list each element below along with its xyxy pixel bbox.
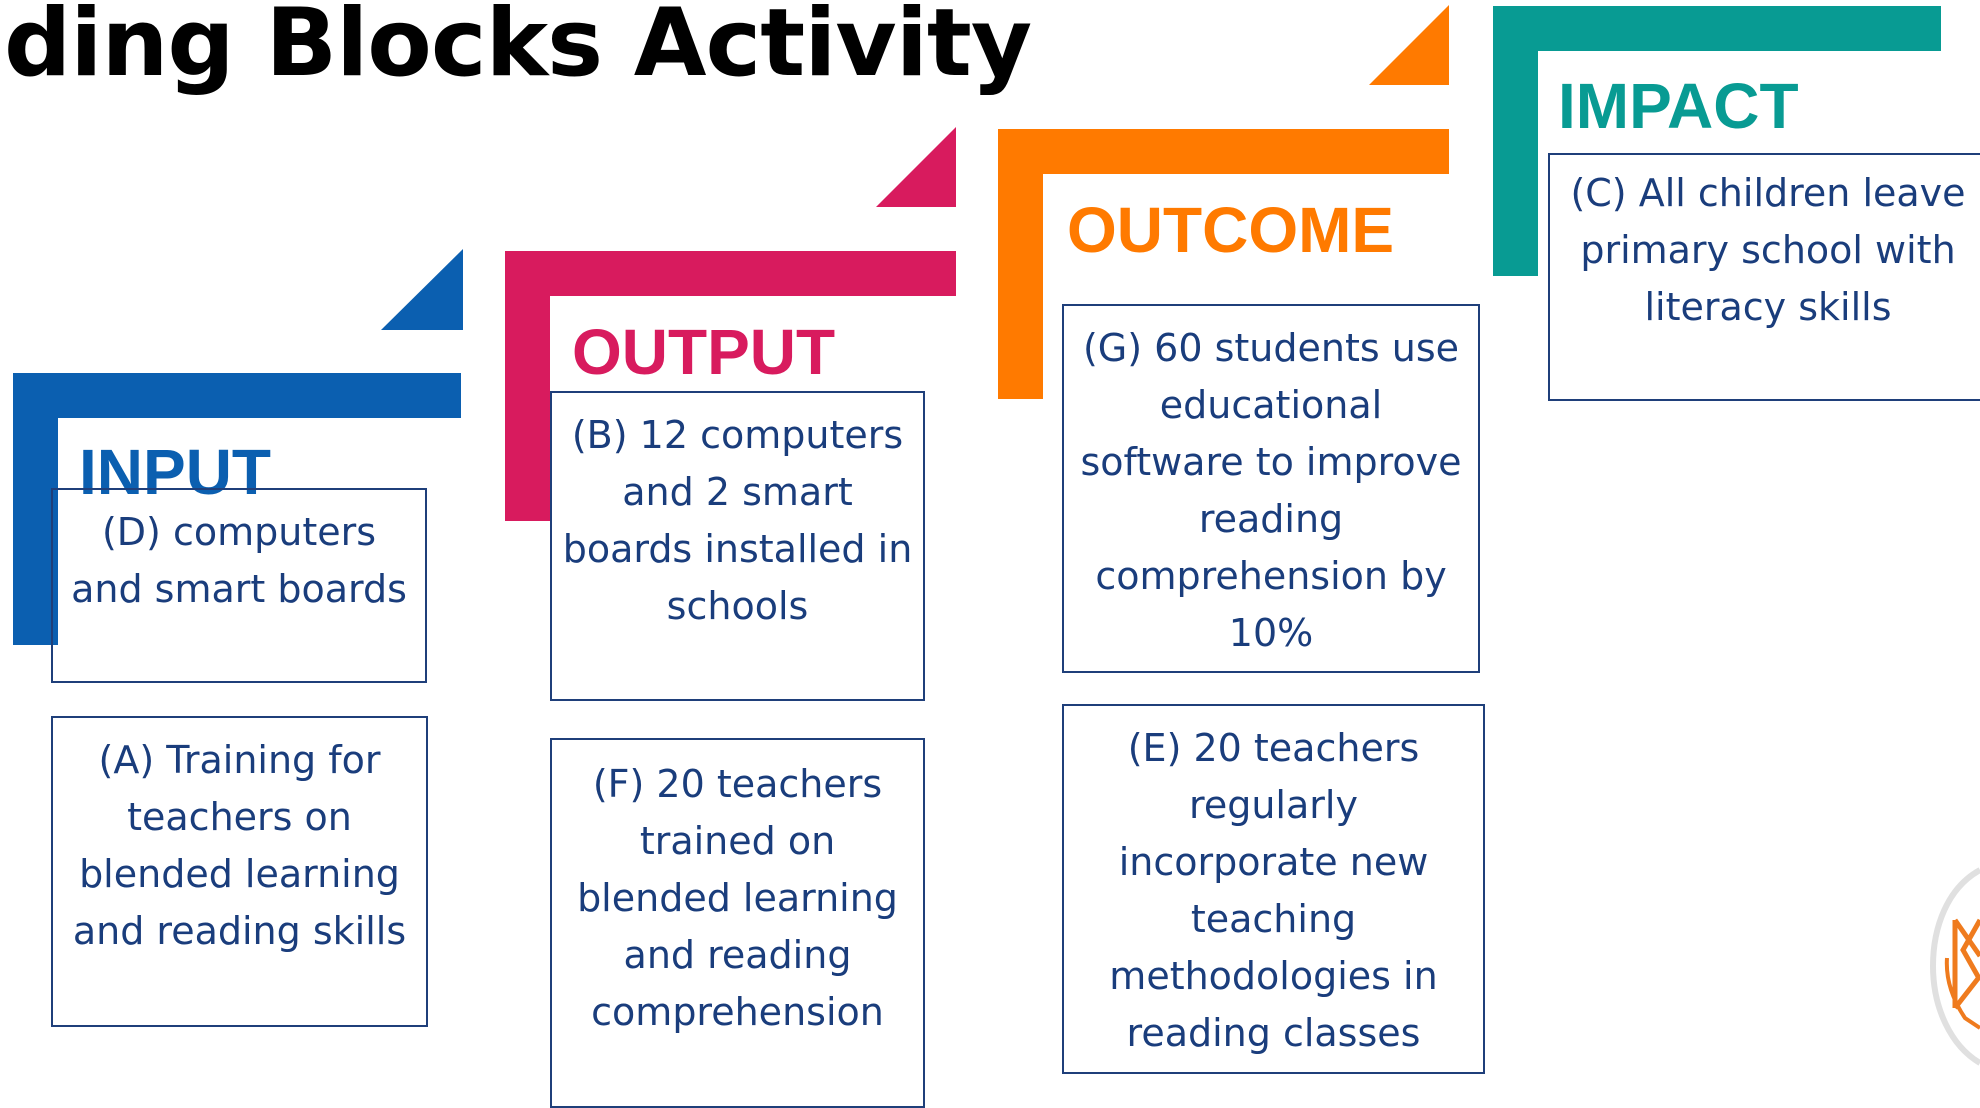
input-bracket-top [13,373,461,418]
outcome-heading: OUTCOME [1067,194,1395,266]
outcome-bracket-top [998,129,1449,174]
output-heading: OUTPUT [572,316,836,388]
input-card-d: (D) computers and smart boards [51,488,427,683]
impact-card-c: (C) All children leave primary school wi… [1548,153,1980,401]
input-card-a: (A) Training for teachers on blended lea… [51,716,428,1027]
output-card-b: (B) 12 computers and 2 smart boards inst… [550,391,925,701]
input-bracket-side [13,373,58,645]
input-corner-triangle [381,249,463,330]
outcome-card-e: (E) 20 teachers regularly incorporate ne… [1062,704,1485,1074]
input-heading: INPUT [79,436,271,508]
output-card-f: (F) 20 teachers trained on blended learn… [550,738,925,1108]
outcome-bracket-side [998,129,1043,399]
impact-bracket-side [1493,6,1538,276]
outcome-card-g: (G) 60 students use educational software… [1062,304,1480,673]
output-bracket-top [505,251,956,296]
output-corner-triangle [876,127,956,207]
impact-bracket-top [1493,6,1941,51]
partial-orange-emblem-icon [1929,867,1980,1066]
outcome-corner-triangle [1369,5,1449,85]
impact-heading: IMPACT [1558,70,1799,142]
slide-title: ding Blocks Activity [4,0,1032,98]
output-bracket-side [505,251,550,521]
